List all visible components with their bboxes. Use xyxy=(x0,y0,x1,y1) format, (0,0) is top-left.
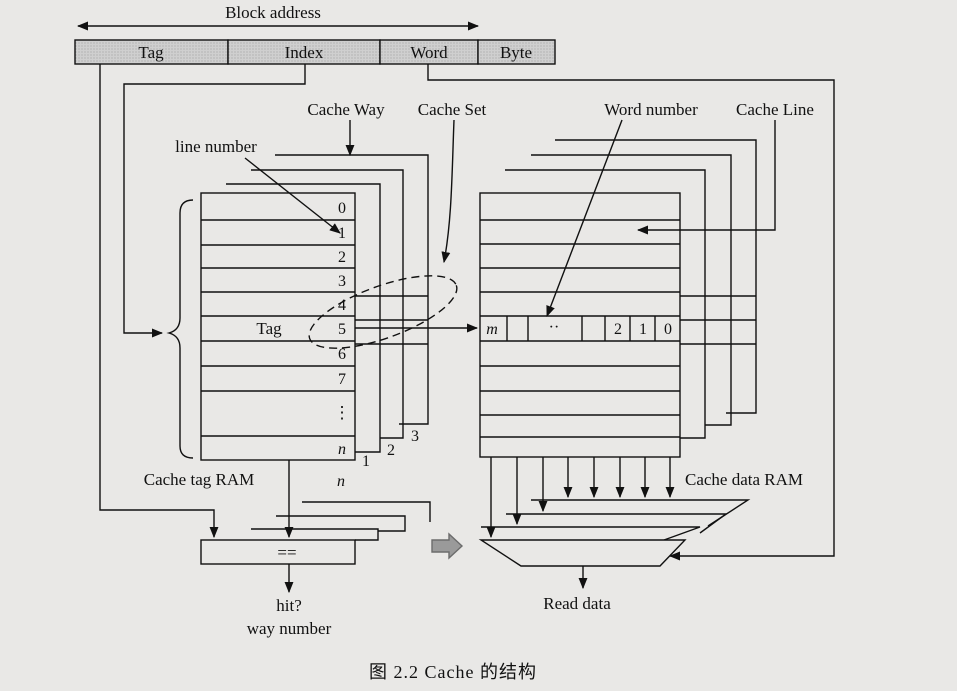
cache-line-label: Cache Line xyxy=(736,100,814,119)
word-cell-1: 1 xyxy=(639,321,647,338)
line-number-label: line number xyxy=(175,137,257,156)
tag-route-line xyxy=(99,64,219,539)
word-cell-0: 0 xyxy=(664,321,672,338)
tag-cell-label: Tag xyxy=(256,319,282,338)
row-number-4: 4 xyxy=(338,297,346,314)
row-number-ellipsis: ⋮ xyxy=(334,403,351,422)
hit-label: hit? xyxy=(276,596,302,615)
cache-tag-ram-label: Cache tag RAM xyxy=(144,470,254,489)
data-ram-stack xyxy=(479,139,757,458)
multiplexer-stack xyxy=(478,499,751,567)
way-number-2: 2 xyxy=(387,442,395,459)
cache-set-pointer xyxy=(441,119,455,264)
data-ram-front xyxy=(479,192,681,458)
read-data-label: Read data xyxy=(543,594,611,613)
row-number-5: 5 xyxy=(338,321,346,338)
address-field-index: Index xyxy=(285,43,324,62)
address-field-tag: Tag xyxy=(138,43,164,62)
address-field-word-box xyxy=(379,39,479,65)
multiplexer-front xyxy=(478,539,687,567)
word-number-arrow xyxy=(546,119,623,318)
address-register xyxy=(74,39,556,65)
figure-caption: 图 2.2 Cache 的结构 xyxy=(369,662,537,682)
block-address-label: Block address xyxy=(225,3,321,22)
compare-label: == xyxy=(277,543,296,562)
address-field-byte-box xyxy=(477,39,556,65)
word-cell-dots: ·· xyxy=(549,319,560,336)
tag-ram-stack xyxy=(200,154,429,461)
row-number-1: 1 xyxy=(338,225,346,242)
address-field-index-box xyxy=(227,39,381,65)
comparator-stack xyxy=(200,501,431,565)
cache-way-label: Cache Way xyxy=(307,100,385,119)
address-field-byte: Byte xyxy=(500,43,532,62)
tag-ram-front xyxy=(200,192,356,461)
way-number-1: 1 xyxy=(362,453,370,470)
way-number-n: n xyxy=(337,473,345,490)
cache-line-arrow xyxy=(636,120,776,235)
way-number-3: 3 xyxy=(411,428,419,445)
row-number-0: 0 xyxy=(338,200,346,217)
address-field-word: Word xyxy=(410,43,448,62)
cache-set-label: Cache Set xyxy=(418,100,487,119)
row-number-3: 3 xyxy=(338,273,346,290)
row-number-n: n xyxy=(338,441,346,458)
row-number-7: 7 xyxy=(338,371,346,388)
cache-data-ram-label: Cache data RAM xyxy=(685,470,803,489)
tag-ram-brace xyxy=(166,199,194,459)
cache-set-ellipse xyxy=(308,275,458,349)
line-number-arrow xyxy=(244,157,341,234)
hit-to-mux-arrow xyxy=(431,532,464,560)
word-cell-m: m xyxy=(486,321,498,338)
word-route-line xyxy=(427,64,835,561)
way-number-label: way number xyxy=(247,619,332,638)
index-route-line xyxy=(123,64,306,338)
row-number-2: 2 xyxy=(338,249,346,266)
comparator-front xyxy=(200,539,356,565)
data-ram-output-arrows xyxy=(486,457,675,539)
word-cell-2: 2 xyxy=(614,321,622,338)
word-number-label: Word number xyxy=(604,100,698,119)
row-number-6: 6 xyxy=(338,346,346,363)
